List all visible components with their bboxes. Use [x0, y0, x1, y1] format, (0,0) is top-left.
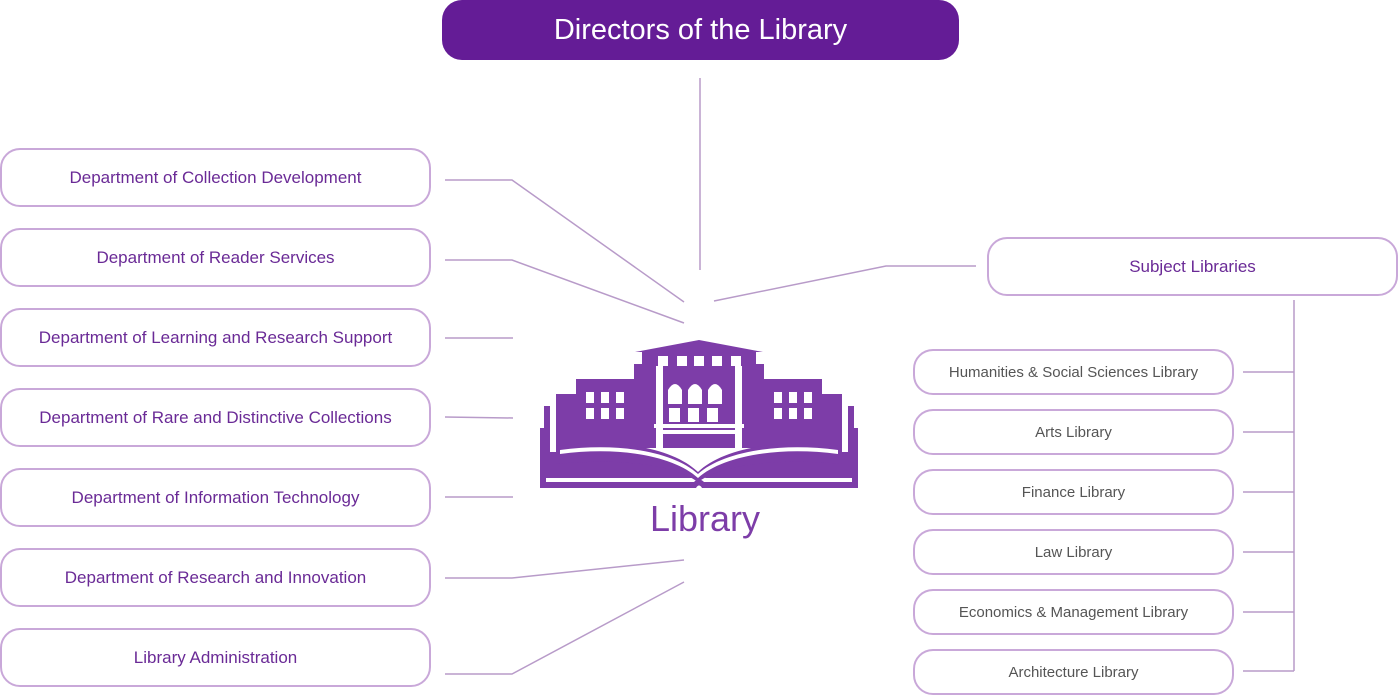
sub-label: Economics & Management Library — [958, 603, 1189, 621]
sub-label: Arts Library — [1035, 423, 1112, 441]
connector-dept-1 — [445, 179, 685, 303]
sub-humanities-social-sciences: Humanities & Social Sciences Library — [913, 349, 1234, 395]
connector-subject — [713, 265, 976, 302]
dept-label: Library Administration — [133, 647, 298, 667]
dept-research-innovation: Department of Research and Innovation — [0, 548, 431, 607]
dept-information-technology: Department of Information Technology — [0, 468, 431, 527]
subject-libraries-box: Subject Libraries — [987, 237, 1398, 296]
sub-label: Architecture Library — [1008, 663, 1139, 681]
dept-collection-development: Department of Collection Development — [0, 148, 431, 207]
library-label: Library — [649, 498, 761, 539]
dept-reader-services: Department of Reader Services — [0, 228, 431, 287]
dept-label: Department of Information Technology — [71, 487, 360, 507]
directors-box: Directors of the Library — [442, 0, 959, 60]
subject-libraries-label: Subject Libraries — [1129, 256, 1256, 276]
dept-library-administration: Library Administration — [0, 628, 431, 687]
dept-label: Department of Research and Innovation — [64, 567, 367, 587]
dept-label: Department of Reader Services — [96, 247, 335, 267]
connector-dept-6 — [445, 559, 685, 579]
library-building-book-icon — [540, 340, 858, 488]
sub-label: Humanities & Social Sciences Library — [948, 363, 1199, 381]
dept-label: Department of Learning and Research Supp… — [38, 327, 393, 347]
sub-label: Law Library — [1034, 543, 1113, 561]
sub-label: Finance Library — [1021, 483, 1126, 501]
connector-dept-7 — [445, 581, 685, 675]
dept-label: Department of Rare and Distinctive Colle… — [39, 407, 392, 427]
sub-economics-management: Economics & Management Library — [913, 589, 1234, 635]
sub-architecture: Architecture Library — [913, 649, 1234, 695]
dept-rare-distinctive-collections: Department of Rare and Distinctive Colle… — [0, 388, 431, 447]
connector-dept-4 — [444, 416, 514, 419]
sub-law: Law Library — [913, 529, 1234, 575]
sub-arts: Arts Library — [913, 409, 1234, 455]
connector-dept-2 — [445, 259, 685, 324]
directors-title: Directors of the Library — [553, 13, 848, 46]
dept-label: Department of Collection Development — [69, 167, 362, 187]
dept-learning-research-support: Department of Learning and Research Supp… — [0, 308, 431, 367]
sub-finance: Finance Library — [913, 469, 1234, 515]
